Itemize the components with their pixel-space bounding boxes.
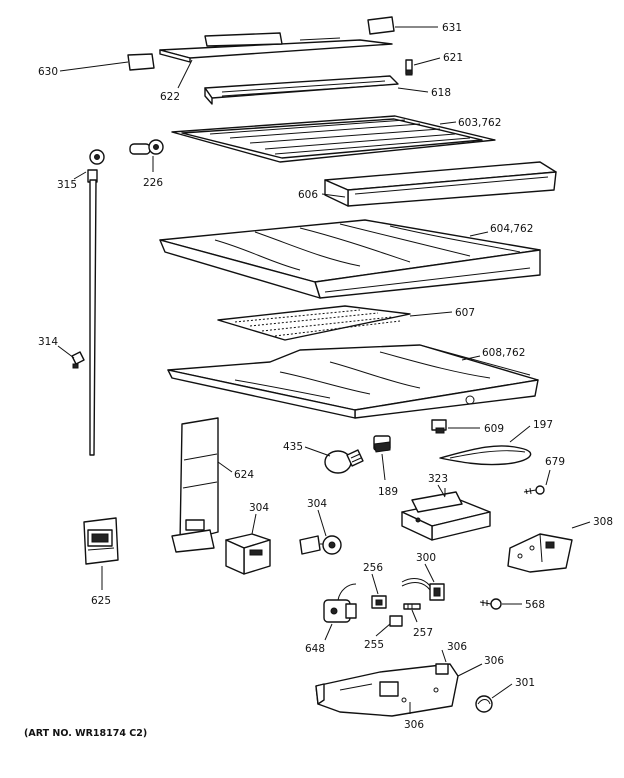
part-648 [323,583,357,623]
callout-630: 630 [38,66,58,78]
callout-304b: 304 [307,498,327,510]
part-604 [159,219,541,299]
part-257 [403,603,421,610]
callout-631: 631 [442,22,462,34]
part-197 [439,445,532,466]
leader-256 [371,573,379,595]
leader-308 [571,521,591,529]
part-189 [373,435,391,453]
leader-323 [437,484,446,498]
part-609 [431,419,447,434]
leader-608 [461,355,481,361]
callout-256: 256 [363,562,383,574]
callout-607: 607 [455,307,475,319]
callout-603: 603,762 [458,117,501,129]
part-603 [171,115,496,163]
leader-257 [411,609,418,623]
callout-197: 197 [533,419,553,431]
callout-257: 257 [413,627,433,639]
callout-604: 604,762 [490,223,533,235]
callout-568: 568 [525,599,545,611]
leader-314 [57,345,75,359]
leader-648 [324,623,333,641]
leader-189 [381,453,386,481]
part-606 [324,161,557,207]
callout-624: 624 [234,469,254,481]
part-323 [401,488,491,541]
leader-306a [441,649,447,663]
leader-606 [321,193,346,198]
leader-300 [424,563,435,583]
callout-622: 622 [160,91,180,103]
leader-621 [413,57,441,66]
callout-435: 435 [283,441,303,453]
part-256 [371,595,387,609]
leader-306b [457,663,483,677]
callout-314: 314 [38,336,58,348]
part-625 [83,517,119,565]
callout-323: 323 [428,473,448,485]
callout-301: 301 [515,677,535,689]
leader-630 [59,61,129,72]
part-631 [367,16,395,35]
part-607 [217,305,411,341]
leader-603 [439,121,457,125]
part-226 [129,139,164,155]
part-568 [479,598,502,610]
callout-606: 606 [298,189,318,201]
leader-618 [397,87,429,93]
callout-226: 226 [143,177,163,189]
part-300 [401,578,445,601]
part-304-right [299,535,342,555]
callout-308: 308 [593,516,613,528]
part-622 [159,32,393,63]
callout-300: 300 [416,552,436,564]
callout-625: 625 [91,595,111,607]
leader-304a [251,513,257,535]
callout-609: 609 [484,423,504,435]
callout-648: 648 [305,643,325,655]
leader-679 [545,469,551,486]
leader-197 [509,425,531,443]
leader-622 [177,59,193,89]
callout-679: 679 [545,456,565,468]
leader-607 [409,311,453,317]
callout-315: 315 [57,179,77,191]
callout-189: 189 [378,486,398,498]
part-608 [167,344,539,419]
part-304-left [225,533,271,575]
part-314 [71,351,85,369]
part-679 [523,485,545,495]
leader-624 [217,461,233,473]
part-301 [475,695,493,713]
part-255 [389,615,403,627]
part-618 [204,75,399,105]
callout-621: 621 [443,52,463,64]
callout-255: 255 [364,639,384,651]
part-315 [87,149,105,456]
callout-618: 618 [431,87,451,99]
part-621 [405,59,413,76]
art-number: (ART NO. WR18174 C2) [24,728,147,739]
leader-315 [73,171,87,180]
leader-255 [375,623,391,637]
part-306 [315,663,459,717]
callout-304a: 304 [249,502,269,514]
leader-304b [317,509,327,537]
part-308 [507,533,573,573]
callout-306c: 306 [404,719,424,731]
callout-306a: 306 [447,641,467,653]
callout-306b: 306 [484,655,504,667]
leader-604 [469,231,489,237]
callout-608: 608,762 [482,347,525,359]
leader-301 [491,683,513,699]
leader-435 [304,446,331,457]
part-624 [171,417,219,553]
part-630 [127,53,155,71]
part-435 [324,449,364,474]
